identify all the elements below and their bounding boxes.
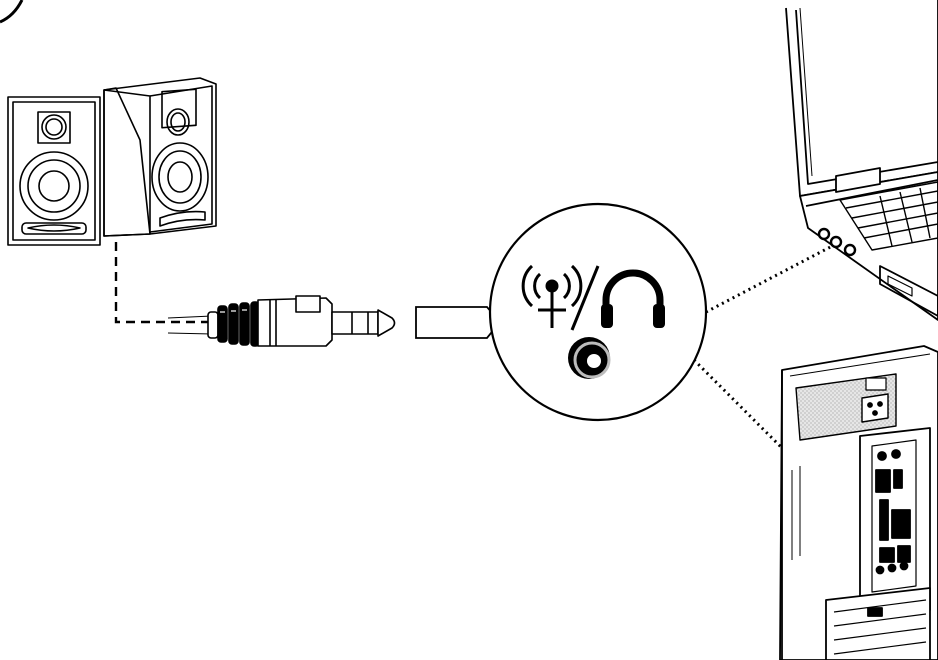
headphones-icon bbox=[601, 269, 665, 328]
leader-to-laptop bbox=[705, 241, 839, 314]
pc-tower-icon bbox=[779, 345, 938, 660]
cable-sheath bbox=[167, 315, 213, 335]
slash-separator bbox=[570, 265, 600, 331]
laptop-icon bbox=[785, 0, 938, 321]
left-speaker bbox=[7, 96, 101, 246]
3-5mm-plug-icon bbox=[207, 295, 396, 347]
corner-mark bbox=[0, 0, 24, 24]
right-speaker bbox=[103, 77, 217, 237]
speaker-cable bbox=[114, 242, 212, 324]
audio-port-icon bbox=[568, 337, 611, 379]
line-out-antenna-icon bbox=[521, 264, 583, 328]
speaker-pair-icon bbox=[7, 77, 217, 246]
insert-arrow bbox=[415, 306, 502, 339]
port-callout bbox=[488, 202, 708, 422]
